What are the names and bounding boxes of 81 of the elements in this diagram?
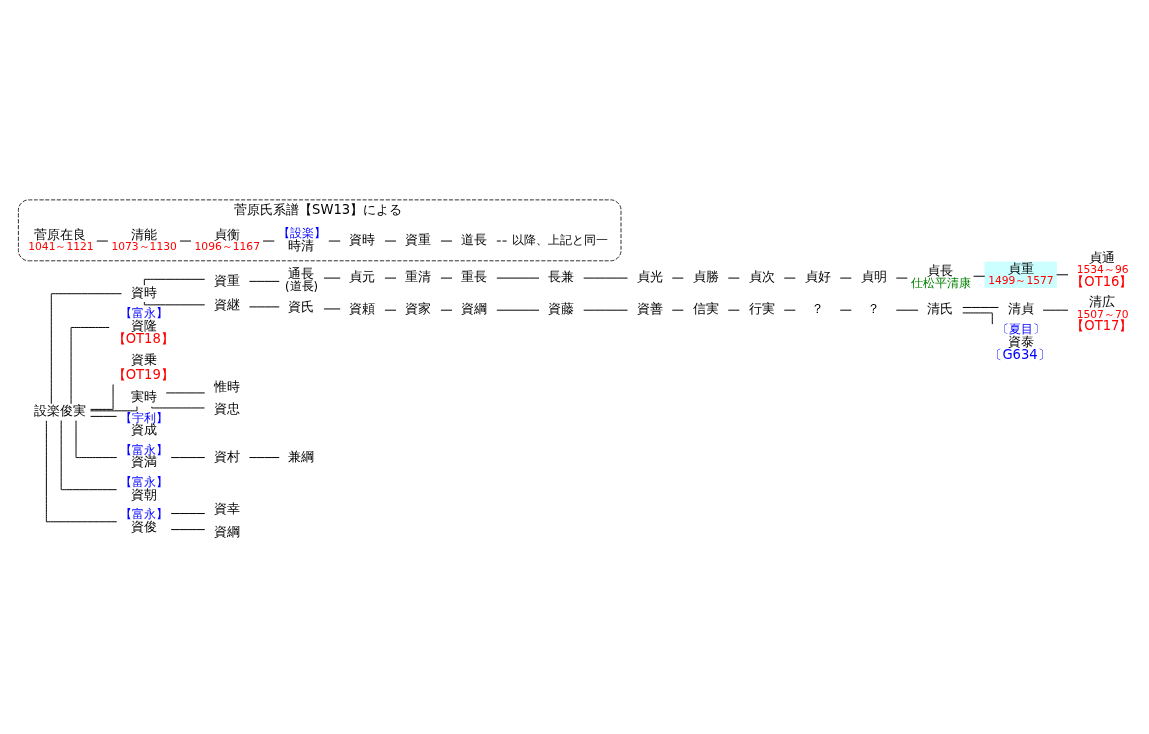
node-text: 資村 — [213, 448, 240, 464]
node-text: 資継 — [213, 297, 240, 313]
node-text: 資乗 【OT19】 — [112, 352, 174, 383]
connector — [75, 420, 118, 459]
connector — [143, 301, 206, 306]
connector — [248, 457, 280, 459]
node-text: 設楽俊実 — [34, 403, 87, 419]
connector — [45, 420, 118, 523]
node-text: 以降、上記と同一 — [511, 232, 608, 247]
connector — [248, 280, 280, 282]
connector — [89, 406, 138, 412]
node-text: 資氏 — [288, 298, 315, 314]
node-text: 貞好 — [804, 269, 831, 285]
node-text: 資綱 — [461, 301, 488, 317]
node-text: 【富永】 資朝 — [120, 474, 169, 502]
node-box: 貞重 1499～1577 — [984, 261, 1057, 288]
connector — [440, 309, 453, 311]
node-text: 〔夏目〕 資泰 〔G634〕 — [989, 322, 1051, 363]
connector — [973, 275, 986, 277]
connector — [170, 513, 206, 515]
connector — [90, 415, 118, 417]
node-text: 貞次 — [748, 269, 775, 285]
node-text: 信実 — [692, 301, 719, 317]
connector — [143, 278, 206, 286]
node-text: 資善 — [636, 301, 663, 317]
connector — [839, 309, 852, 311]
node-text: 資幸 — [213, 501, 240, 517]
connector — [1056, 274, 1069, 276]
connector — [962, 312, 993, 325]
node-text: 貞光 — [636, 269, 663, 285]
node-text: 菅原在良 1041～1121 — [28, 226, 94, 254]
connector — [895, 309, 919, 311]
node-text: 清能 1073～1130 — [111, 226, 177, 254]
connector — [90, 384, 114, 410]
connector — [496, 309, 540, 311]
node-text: 道長 — [461, 232, 488, 248]
node-text: 資時 — [130, 284, 157, 300]
node-text: 【宇利】 資成 — [120, 410, 169, 438]
node-text: 長兼 — [548, 269, 575, 285]
node-text: 資家 — [405, 301, 432, 317]
node-text: 清広 1507～70 【OT17】 — [1071, 294, 1133, 334]
connector — [727, 309, 740, 311]
connector — [671, 309, 684, 311]
node-text: 惟時 — [213, 378, 240, 394]
node-text: 貞勝 — [692, 269, 719, 285]
node-text: 資綱 — [213, 523, 240, 539]
node-text: 【富永】 資俊 — [120, 506, 169, 534]
node-text: 貞通 1534～96 【OT16】 — [1071, 249, 1133, 289]
node-text: 兼綱 — [288, 448, 315, 464]
node-text: 貞長 仕松平清康 — [910, 263, 971, 291]
node-text: ？ — [867, 301, 881, 317]
connector — [384, 309, 397, 311]
connector — [170, 457, 206, 459]
node-text: 資忠 — [213, 400, 240, 416]
connector — [170, 529, 206, 531]
node-text: ？ — [811, 301, 825, 317]
node-text: 貞明 — [860, 269, 887, 285]
node-text: 行実 — [748, 301, 775, 317]
node-text: 資時 — [349, 232, 376, 248]
node-text: 【設楽】 時清 — [277, 226, 326, 253]
node-text: 資藤 — [548, 301, 575, 317]
node-text: 【富永】 資満 — [120, 442, 169, 470]
node-text: 資重 — [405, 232, 432, 248]
connector — [583, 309, 628, 311]
node-text: 実時 — [130, 389, 157, 405]
connector — [962, 306, 999, 308]
node-text: 清氏 — [927, 301, 954, 317]
node-text: 重長 — [461, 269, 488, 285]
node-text: 資頼 — [349, 301, 376, 317]
node-text: 通長 (道長) — [285, 265, 319, 293]
connector — [70, 327, 110, 405]
node-text: 貞衡 1096～1167 — [194, 226, 260, 254]
node-text: 重清 — [405, 269, 432, 285]
node-text: 資重 — [213, 272, 240, 288]
node-text: 貞元 — [349, 269, 376, 285]
node-text: 清貞 — [1007, 301, 1034, 317]
connector — [783, 309, 796, 311]
node-text: 【富永】 資隆 【OT18】 — [112, 305, 174, 346]
connector — [50, 293, 122, 405]
connector — [1042, 309, 1069, 311]
connector — [60, 420, 118, 491]
